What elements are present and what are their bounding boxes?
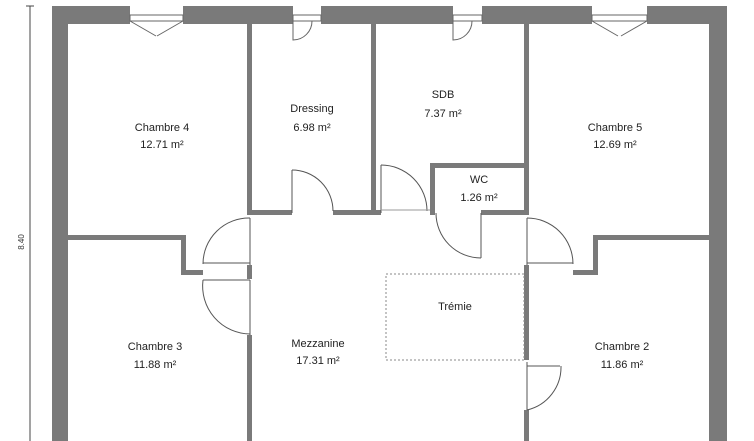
window-sdb [452,14,483,41]
room-sdb-area: 7.37 m² [424,108,462,120]
room-chambre5-name: Chambre 5 [588,122,642,134]
wall-mezz-right-a [524,265,529,360]
wall-top-mid-c [482,6,592,24]
wall-chambre5-step [593,235,598,275]
exterior-walls [52,6,727,441]
wall-chambre5-bottom [593,235,709,240]
door-chambre4 [202,217,251,265]
window-chambre5 [591,14,648,37]
wall-chambre3-right-b [247,335,252,441]
door-sdb [380,164,430,213]
wall-chambre3-top [181,270,203,275]
wall-top-left [52,6,130,24]
door-dressing [291,169,334,213]
door-chambre2 [526,362,562,411]
interior-walls [68,24,709,441]
wall-left [52,6,68,441]
door-chambre5 [526,217,574,265]
wall-chambre3-right-a [247,265,252,279]
room-chambre2-name: Chambre 2 [595,341,649,353]
wall-chambre4-bottom [68,235,186,240]
wall-right [709,6,727,441]
room-dressing-name: Dressing [290,103,333,115]
room-dressing-area: 6.98 m² [293,122,331,134]
wall-mezz-right-b [524,410,529,441]
wall-chambre4-step [181,235,186,275]
wall-sdb-right [524,24,529,214]
window-chambre4 [129,14,184,37]
wall-top-mid-a [183,6,293,24]
windows [129,14,648,41]
room-tremie-name: Trémie [438,301,472,313]
door-chambre3 [202,279,251,335]
doors [202,164,574,411]
room-chambre3-name: Chambre 3 [128,341,182,353]
dimension-label: 8.40 [17,234,26,250]
wall-sdb-bottom [371,210,381,215]
room-chambre5-area: 12.69 m² [593,139,637,151]
room-labels: Chambre 4 12.71 m² Dressing 6.98 m² SDB … [128,89,649,371]
room-mezzanine-area: 17.31 m² [296,355,340,367]
wall-dressing-bottom-a [247,210,292,215]
room-mezzanine-name: Mezzanine [291,338,344,350]
tremie-outline [385,273,525,361]
room-chambre2-area: 11.86 m² [601,359,644,371]
room-sdb-name: SDB [432,89,455,101]
room-wc-name: WC [470,174,488,186]
wall-wc-left [430,163,435,215]
wall-top-mid-b [321,6,453,24]
door-wc [435,212,482,259]
wall-chambre4-right [247,24,252,214]
wall-wc-top [430,163,529,168]
dimension-line: 8.40 [17,5,34,441]
wall-top-right [647,6,727,24]
room-wc-area: 1.26 m² [460,192,498,204]
wall-wc-bottom [481,210,529,215]
room-chambre4-name: Chambre 4 [135,122,189,134]
room-chambre4-area: 12.71 m² [140,139,184,151]
wall-chambre2-top [573,270,598,275]
room-chambre3-area: 11.88 m² [134,359,177,371]
wall-dressing-right [371,24,376,214]
window-dressing [292,14,322,41]
wall-dressing-bottom-b [333,210,376,215]
